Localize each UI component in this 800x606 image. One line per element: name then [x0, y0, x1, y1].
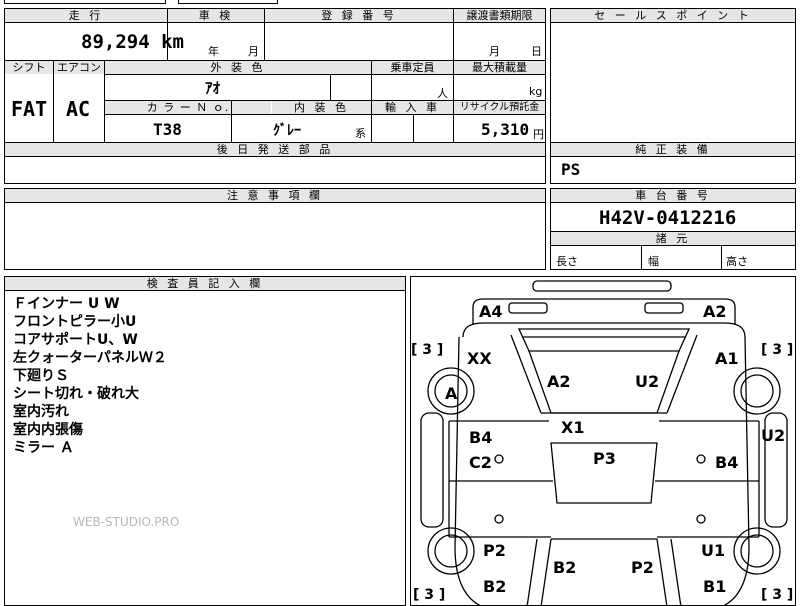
- note-line: コアサポートU、W: [13, 332, 138, 348]
- interior-color-label: 内 装 色: [272, 101, 371, 114]
- dimension-height-label: 高さ: [726, 255, 748, 268]
- aircon-label: エアコン: [54, 61, 104, 74]
- mark-a2-top-right: A2: [703, 302, 727, 321]
- mark-b4-left: B4: [469, 428, 492, 447]
- equipment-label: 純 正 装 備: [551, 143, 795, 157]
- inspection-month-unit: 月: [248, 45, 259, 58]
- mark-c2: C2: [469, 453, 492, 472]
- spec-table: 走 行 車 検 登 録 番 号 譲渡書類期限 89,294 km 年 月 月 日…: [4, 8, 546, 184]
- interior-color-value: ｸﾞﾚｰ: [273, 123, 301, 139]
- equipment-value: PS: [561, 160, 581, 179]
- dimension-length-label: 長さ: [556, 255, 578, 268]
- mark-a2-center: A2: [547, 372, 571, 391]
- mark-b2-left: B2: [483, 577, 506, 596]
- inspection-label: 車 検: [168, 9, 264, 22]
- caution-panel: 注 意 事 項 欄: [4, 188, 546, 270]
- bracket-bottom-left: [ 3 ]: [413, 587, 445, 603]
- inspector-notes-label: 検 査 員 記 入 欄: [5, 277, 405, 291]
- later-parts-label: 後 日 発 送 部 品: [5, 143, 545, 156]
- exterior-color-value: ｱｵ: [205, 79, 221, 97]
- capacity-unit: 人: [437, 87, 448, 100]
- mark-b4-right: B4: [715, 453, 738, 472]
- mark-b1: B1: [703, 577, 726, 596]
- note-line: 左クォーターパネルＷ２: [13, 350, 167, 366]
- import-label: 輸 入 車: [372, 101, 453, 114]
- max-load-unit: kg: [529, 85, 543, 98]
- note-line: Ｆインナー U W: [13, 296, 120, 312]
- dimension-width-label: 幅: [648, 255, 659, 268]
- recycle-fee-value: 5,310: [481, 120, 530, 139]
- sales-point-panel: セ ー ル ス ポ イ ン ト: [550, 8, 796, 143]
- inspection-year-unit: 年: [208, 45, 219, 58]
- note-line: シート切れ・破れ大: [13, 386, 139, 402]
- bracket-right: [ 3 ]: [761, 342, 793, 358]
- registration-label: 登 録 番 号: [265, 9, 453, 22]
- note-line: 室内汚れ: [13, 404, 69, 420]
- watermark: WEB-STUDIO.PRO: [73, 515, 180, 529]
- bracket-marks: [ 3 ] [ 3 ] [ 3 ] [ 3 ]: [411, 342, 793, 603]
- note-line: フロントピラー小U: [13, 314, 137, 330]
- damage-marks: A4 A2 XX A A1 A2 U2 X1 B4 C2 P3 B4 U2 P2…: [445, 302, 785, 596]
- mark-u2-right: U2: [761, 426, 785, 445]
- mark-b2-center: B2: [553, 558, 576, 577]
- mileage-value: 89,294 km: [81, 31, 184, 53]
- aircon-value: AC: [66, 97, 91, 121]
- chassis-label: 車 台 番 号: [551, 189, 795, 203]
- color-no-label: カ ラ ー Ｎ ｏ.: [105, 101, 271, 114]
- bracket-bottom-right: [ 3 ]: [761, 587, 793, 603]
- shift-value: FAT: [11, 97, 48, 121]
- capacity-label: 乗車定員: [372, 61, 453, 74]
- mark-xx: XX: [467, 349, 492, 368]
- note-line: ミラー Ａ: [13, 440, 74, 456]
- top-strip-left: [4, 0, 166, 4]
- mark-x1: X1: [561, 418, 584, 437]
- mark-p3: P3: [593, 449, 616, 468]
- mark-a1: A1: [715, 349, 739, 368]
- equipment-panel: 純 正 装 備 PS: [550, 142, 796, 184]
- recycle-fee-unit: 円: [533, 128, 544, 141]
- mark-u1: U1: [701, 541, 725, 560]
- shift-label: シフト: [5, 61, 53, 74]
- mark-p2-left: P2: [483, 541, 506, 560]
- chassis-value: H42V-0412216: [599, 207, 737, 229]
- mark-a-left: A: [445, 384, 458, 403]
- mileage-label: 走 行: [5, 9, 167, 22]
- caution-label: 注 意 事 項 欄: [5, 189, 545, 203]
- mark-a4: A4: [479, 302, 503, 321]
- exterior-color-label: 外 装 色: [105, 61, 371, 74]
- color-no-value: T38: [153, 120, 182, 139]
- chassis-panel: 車 台 番 号 H42V-0412216 諸 元 長さ 幅 高さ: [550, 188, 796, 270]
- transfer-day-unit: 日: [531, 45, 542, 58]
- max-load-label: 最大積載量: [454, 61, 545, 74]
- transfer-deadline-label: 譲渡書類期限: [454, 9, 545, 22]
- note-line: 室内内張傷: [13, 422, 83, 438]
- recycle-fee-label: リサイクル預託金: [454, 101, 545, 114]
- car-diagram: A4 A2 XX A A1 A2 U2 X1 B4 C2 P3 B4 U2 P2…: [411, 280, 793, 605]
- mark-u2-center: U2: [635, 372, 659, 391]
- car-diagram-panel: A4 A2 XX A A1 A2 U2 X1 B4 C2 P3 B4 U2 P2…: [410, 276, 796, 606]
- dimensions-label: 諸 元: [551, 232, 795, 246]
- note-line: 下廻りＳ: [13, 368, 69, 384]
- transfer-month-unit: 月: [489, 45, 500, 58]
- inspector-notes-panel: 検 査 員 記 入 欄 Ｆインナー U W フロントピラー小U コアサポートU、…: [4, 276, 406, 606]
- wheels: [427, 367, 781, 575]
- mark-p2-center: P2: [631, 558, 654, 577]
- top-strip-mid: [178, 0, 278, 4]
- bracket-left: [ 3 ]: [411, 342, 443, 358]
- car-outline: [420, 280, 788, 605]
- interior-color-suffix: 系: [355, 127, 366, 140]
- sales-point-label: セ ー ル ス ポ イ ン ト: [551, 9, 795, 23]
